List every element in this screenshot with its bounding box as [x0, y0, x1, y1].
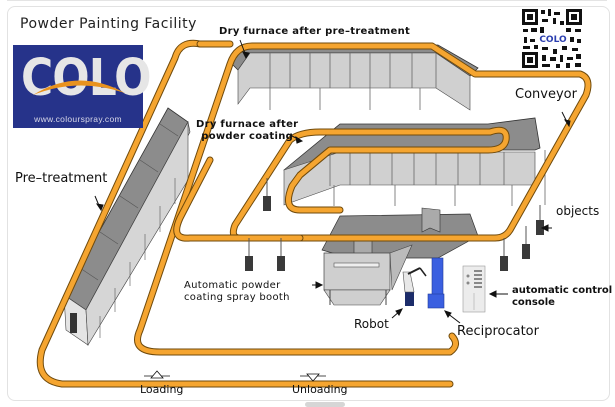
label-line-2: powder coating [201, 130, 294, 142]
colo-logo: COLO www.colourspray.com [13, 45, 152, 128]
unloading-marker-icon [300, 373, 326, 382]
logo-brand: COLO [21, 49, 152, 108]
horizontal-scrollbar[interactable] [305, 402, 345, 407]
label-arrows [94, 39, 571, 324]
reciprocator-icon [427, 257, 445, 309]
label-objects: objects [556, 204, 600, 218]
object-2 [245, 256, 253, 271]
page-title: Powder Painting Facility [20, 16, 197, 32]
object-4 [500, 256, 508, 271]
object-1 [263, 196, 271, 211]
label-spray-booth: Automatic powder coating spray booth [184, 280, 290, 303]
loading-marker-icon [144, 370, 170, 379]
label-unloading: Unloading [292, 383, 348, 396]
label-line-1: automatic control [512, 285, 613, 296]
label-control-console: automatic control console [512, 285, 612, 308]
label-dry-furnace-pretreatment: Dry furnace after pre–treatment [219, 26, 411, 37]
spray-booth [321, 207, 479, 306]
control-console-icon [462, 265, 486, 313]
conveyor-return-loop [140, 320, 462, 345]
label-dry-furnace-powder-coating: Dry furnace after powder coating [196, 119, 298, 142]
tunnel-door [70, 313, 77, 333]
label-line-1: Automatic powder [184, 280, 281, 291]
object-3 [277, 256, 285, 271]
logo-arc-icon [33, 80, 125, 95]
label-conveyor: Conveyor [515, 87, 577, 102]
label-reciprocator: Reciprocator [457, 324, 539, 339]
object-6 [536, 220, 544, 235]
hanging-objects [245, 178, 544, 271]
label-robot: Robot [354, 317, 389, 331]
top-divider [7, 0, 607, 1]
qr-code-icon: COLO [520, 7, 584, 70]
label-line-1: Dry furnace after [196, 119, 299, 130]
dry-furnace-pretreatment [229, 44, 479, 111]
logo-url: www.colourspray.com [34, 114, 122, 124]
qr-center-label: COLO [539, 35, 567, 45]
conveyor-line [36, 39, 592, 388]
label-loading: Loading [140, 383, 184, 396]
object-5 [522, 244, 530, 259]
label-line-2: coating spray booth [184, 291, 290, 303]
label-line-2: console [512, 296, 555, 308]
label-pre-treatment: Pre–treatment [15, 171, 108, 186]
pre-treatment-tunnel [63, 107, 191, 346]
robot-icon [402, 267, 427, 306]
